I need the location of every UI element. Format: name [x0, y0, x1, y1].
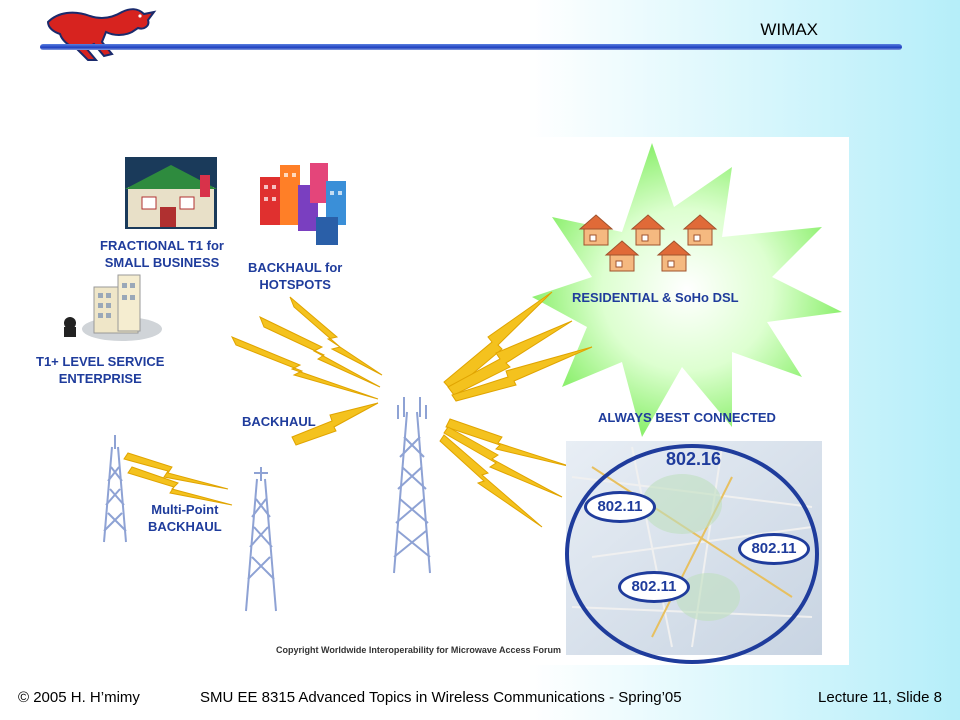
fractional-t1-label: FRACTIONAL T1 for SMALL BUSINESS: [100, 237, 224, 271]
wimax-802-16-label: 802.16: [666, 449, 722, 469]
fractional-t1-line1: FRACTIONAL T1 for: [100, 238, 224, 253]
wireless-links: [123, 291, 593, 528]
fractional-t1-line2: SMALL BUSINESS: [104, 255, 220, 270]
enterprise-building: [64, 274, 162, 341]
enterprise-line2: ENTERPRISE: [58, 371, 142, 386]
multipoint-backhaul-label: Multi-Point BACKHAUL: [148, 501, 222, 535]
always-best-connected-label: ALWAYS BEST CONNECTED: [598, 410, 776, 425]
backhaul-label: BACKHAUL: [242, 414, 316, 429]
multipoint-line1: Multi-Point: [151, 502, 219, 517]
wifi-802-11-left-label: 802.11: [584, 491, 656, 523]
backhaul-hotspots-label: BACKHAUL for HOTSPOTS: [248, 259, 342, 293]
mustang-logo: [46, 8, 157, 61]
wimax-diagram: FRACTIONAL T1 for SMALL BUSINESS BACKHAU…: [32, 137, 849, 665]
backhaul-hotspots-line2: HOTSPOTS: [259, 277, 331, 292]
middle-tower: [245, 467, 277, 612]
left-tower: [103, 435, 127, 543]
enterprise-line1: T1+ LEVEL SERVICE: [36, 354, 165, 369]
diagram-graphics: [64, 143, 842, 664]
header-rule: [40, 44, 902, 50]
multipoint-line2: BACKHAUL: [148, 519, 222, 534]
small-business-building: [125, 157, 217, 229]
slide-title: WIMAX: [760, 20, 818, 39]
hotspot-buildings: [260, 163, 346, 245]
footer-course: SMU EE 8315 Advanced Topics in Wireless …: [200, 689, 682, 706]
central-tower: [393, 397, 431, 574]
residential-houses: [578, 214, 718, 272]
residential-label: RESIDENTIAL & SoHo DSL: [572, 290, 739, 305]
wifi-802-11-bottom-label: 802.11: [618, 571, 690, 603]
diagram-copyright: Copyright Worldwide Interoperability for…: [276, 645, 562, 655]
wifi-802-11-right-label: 802.11: [738, 533, 810, 565]
backhaul-hotspots-line1: BACKHAUL for: [248, 260, 343, 275]
footer-author: © 2005 H. H’mimy: [18, 689, 140, 706]
enterprise-label: T1+ LEVEL SERVICE ENTERPRISE: [36, 353, 164, 387]
residential-starburst: [532, 143, 842, 437]
footer-slide-number: Lecture 11, Slide 8: [818, 689, 942, 706]
